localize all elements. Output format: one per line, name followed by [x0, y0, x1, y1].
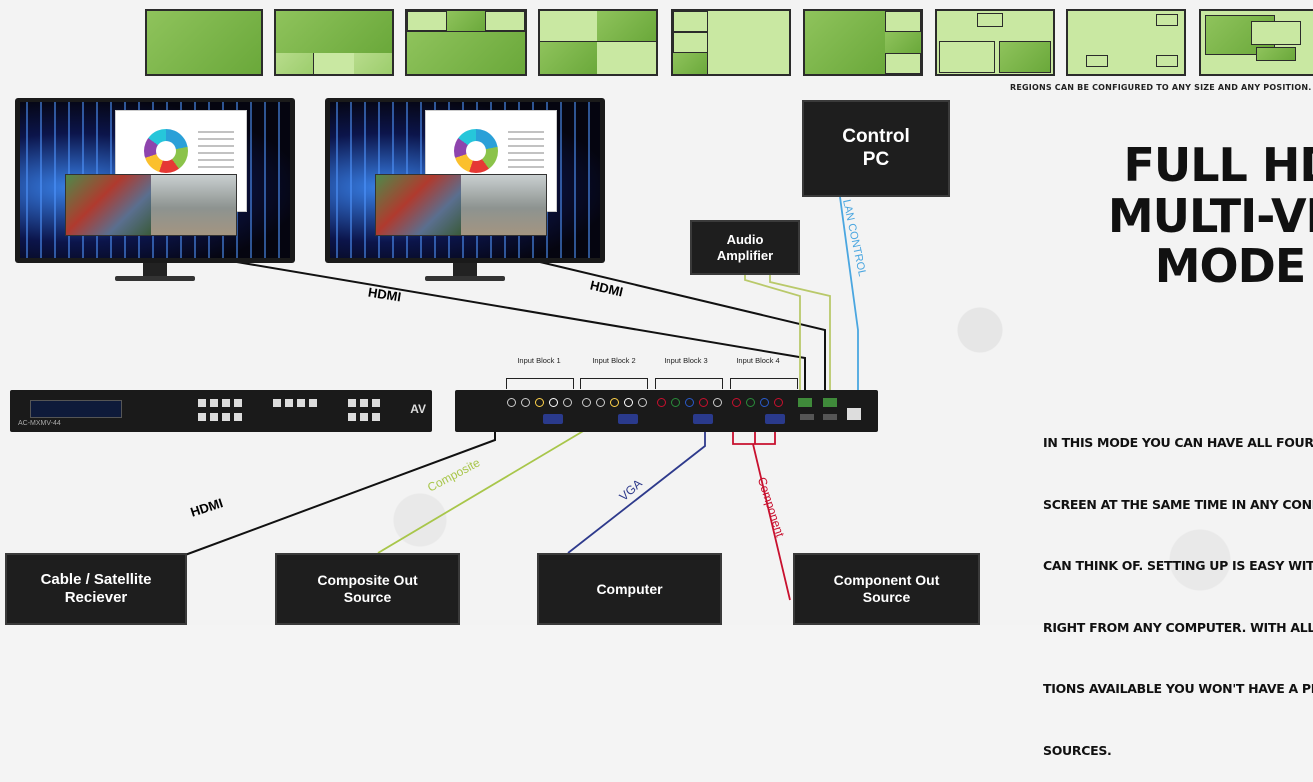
cable-satellite-box: Cable / Satellite Reciever: [5, 553, 187, 625]
hdmi-wire-tv1: [224, 259, 806, 400]
layout-thumb-full: [145, 9, 263, 76]
vga-port-4: [765, 414, 785, 424]
layout-thumb-top-plus-three: [274, 9, 394, 76]
input-block-4-label: Input Block 4: [736, 356, 780, 365]
layout-thumb-floating-1: [935, 9, 1055, 76]
mode-description: IN THIS MODE YOU CAN HAVE ALL FOUR SO SC…: [1043, 392, 1313, 782]
hdmi-out-port-2: [823, 414, 837, 420]
front-button-grid: [198, 399, 418, 425]
composite-wire: [377, 420, 586, 554]
component-source-box: Component Out Source: [793, 553, 980, 625]
title-line-2: MULTI-VIE: [1107, 188, 1313, 243]
vga-port-2: [618, 414, 638, 424]
front-lcd: [30, 400, 122, 418]
layout-thumb-left-stack: [671, 9, 791, 76]
tv-display-1: [15, 98, 295, 281]
desc-line-5: TIONS AVAILABLE YOU WON'T HAVE A PROI: [1043, 681, 1313, 696]
composite-source-box: Composite Out Source: [275, 553, 460, 625]
room-camera-view: [375, 174, 547, 236]
vga-wire: [567, 425, 706, 554]
desc-line-3: CAN THINK OF. SETTING UP IS EASY WITH C: [1043, 558, 1313, 573]
input-block-1-label: Input Block 1: [517, 356, 561, 365]
layout-thumb-three-plus-bottom: [405, 9, 527, 76]
matrix-front-panel: AC-MXMV-44 AV: [10, 390, 432, 432]
audio-terminal-2: [823, 398, 837, 407]
mode-title: FULL HD MULTI-VIE MODE: [1100, 140, 1313, 292]
desc-line-1: IN THIS MODE YOU CAN HAVE ALL FOUR SO: [1043, 435, 1313, 450]
desc-line-6: SOURCES.: [1043, 742, 1112, 758]
layout-thumb-right-stack: [803, 9, 923, 76]
lan-port: [847, 408, 861, 420]
layout-thumb-floating-3: [1199, 9, 1313, 76]
brand-logo-icon: AV: [410, 402, 426, 416]
title-line-1: FULL HD: [1123, 138, 1313, 192]
control-pc-box: Control PC: [802, 100, 950, 197]
tv-display-2: [325, 98, 605, 281]
matrix-rear-panel: [455, 390, 878, 432]
layout-thumb-floating-2: [1066, 9, 1186, 76]
audio-terminal-1: [798, 398, 812, 407]
component-wire: [732, 415, 791, 601]
audio-amplifier-box: Audio Amplifier: [690, 220, 800, 275]
audio-wire-2: [769, 275, 831, 402]
front-panel-label: AC-MXMV-44: [18, 420, 61, 427]
desc-line-4: RIGHT FROM ANY COMPUTER. WITH ALL TH: [1043, 619, 1313, 635]
input-block-2-label: Input Block 2: [592, 356, 636, 365]
layout-caption: REGIONS CAN BE CONFIGURED TO ANY SIZE AN…: [1010, 83, 1312, 92]
room-camera-view: [65, 174, 237, 236]
vga-port-1: [543, 414, 563, 424]
layout-thumb-quad: [538, 9, 658, 76]
computer-box: Computer: [537, 553, 722, 625]
audio-wire-1: [744, 275, 801, 402]
hdmi-wire-tv2: [539, 261, 826, 400]
desc-line-2: SCREEN AT THE SAME TIME IN ANY CONFIG: [1043, 496, 1313, 512]
hdmi-wire-cable: [184, 425, 496, 556]
title-line-3: MODE: [1154, 239, 1307, 294]
hdmi-out-port-1: [800, 414, 814, 420]
lan-wire: [839, 196, 859, 395]
vga-port-3: [693, 414, 713, 424]
input-block-3-label: Input Block 3: [664, 356, 708, 365]
